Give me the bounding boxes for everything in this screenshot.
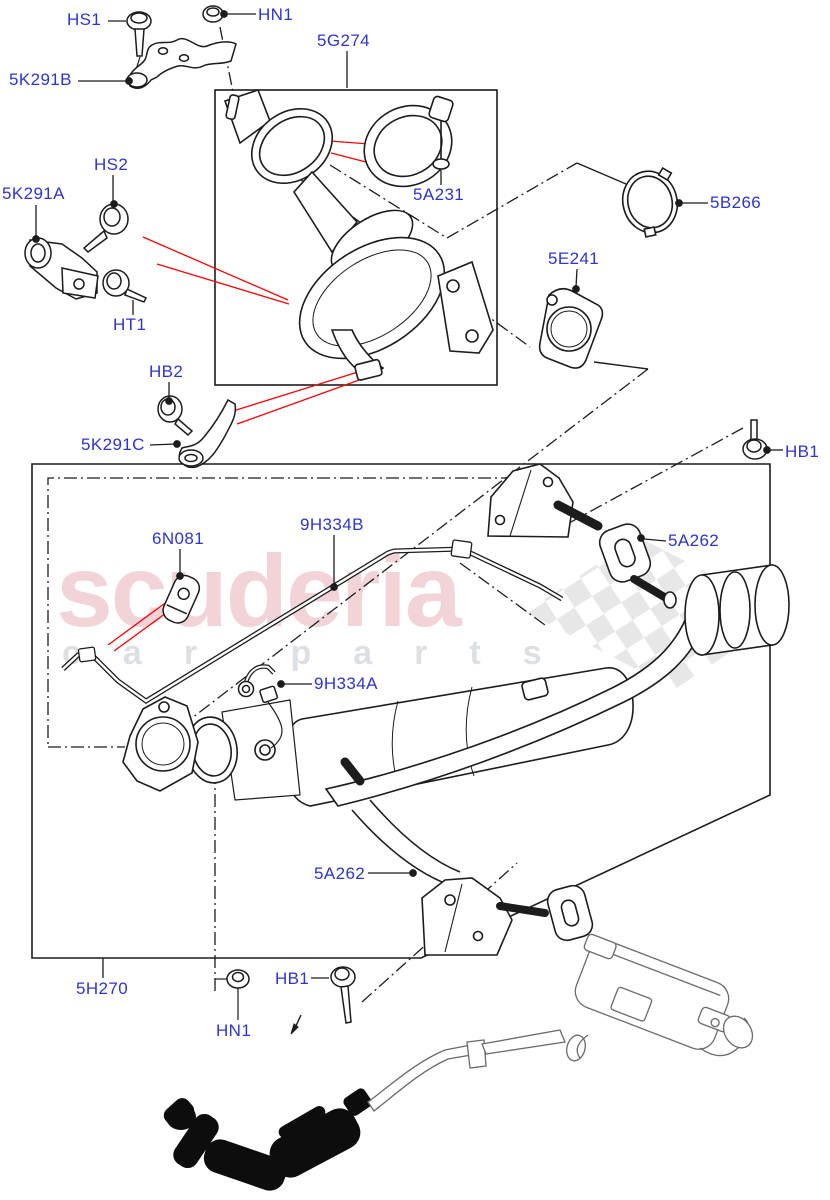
sensor-fitting-9h334a (237, 664, 283, 749)
part-label-5h270: 5H270 (76, 979, 129, 998)
part-label-5a262-top: 5A262 (668, 531, 720, 550)
bracket-5k291a (24, 237, 99, 300)
part-label-9h334a: 9H334A (314, 674, 378, 693)
section-pointer-arrow (290, 1014, 302, 1035)
detail-box-5g274 (214, 89, 498, 386)
phantom-lines (157, 26, 744, 1003)
leader-lines (32, 10, 783, 979)
part-label-9h334b: 9H334B (300, 515, 364, 534)
hanger-lower-5a262 (421, 877, 594, 956)
bolt-hb2 (157, 395, 194, 437)
catalytic-converter-drawing (223, 88, 494, 381)
part-label-ht1: HT1 (113, 315, 147, 334)
inner-phantom-box (47, 477, 560, 748)
part-label-hb1-top: HB1 (785, 442, 820, 461)
thumbnail-front-exhaust-silhouette (163, 1088, 372, 1191)
part-label-5k291a: 5K291A (2, 184, 65, 203)
watermark-brand: scuderia (56, 534, 462, 648)
part-label-hs1: HS1 (67, 10, 102, 29)
main-view-box (31, 463, 771, 959)
exhaust-clamp-5a231 (363, 95, 454, 188)
bracket-5k291b (126, 37, 237, 89)
part-label-6n081: 6N081 (152, 529, 205, 548)
watermark-subtitle: car parts (62, 634, 584, 672)
nut-hn1-top (202, 5, 224, 23)
red-locator-lines (107, 140, 371, 652)
part-label-hn1-top: HN1 (258, 5, 294, 24)
part-label-hb1-bottom: HB1 (275, 969, 310, 988)
bolt-hb1-top (742, 419, 768, 460)
part-label-5k291c: 5K291C (81, 435, 145, 454)
hanger-upper-5a262 (487, 463, 677, 609)
thumbnail-rear-exhaust-outline (367, 933, 754, 1112)
tailpipe-sweep (324, 564, 790, 807)
pipe-clip-6n081 (162, 574, 201, 624)
bolt-hs2 (82, 203, 129, 253)
part-label-hs2: HS2 (94, 155, 129, 174)
part-label-5a262-bottom: 5A262 (314, 864, 366, 883)
bolt-hb1-bottom (330, 966, 356, 1024)
bolt-ht1 (102, 269, 148, 303)
bracket-5k291c (178, 398, 237, 469)
part-label-5b266: 5B266 (710, 193, 762, 212)
part-label-hb2: HB2 (149, 362, 184, 381)
gasket-ring-5b266 (621, 166, 679, 238)
sensor-tube-9h334b (61, 539, 564, 704)
part-label-5a231: 5A231 (413, 185, 465, 204)
part-label-hn1-bottom: HN1 (216, 1021, 252, 1040)
bolt-hs1 (126, 11, 152, 77)
nut-hn1-bottom (215, 969, 250, 1020)
part-label-5k291b: 5K291B (9, 70, 72, 89)
part-label-5e241: 5E241 (548, 249, 600, 268)
flange-gasket-5e241 (538, 287, 604, 369)
part-label-5g274: 5G274 (317, 31, 371, 50)
